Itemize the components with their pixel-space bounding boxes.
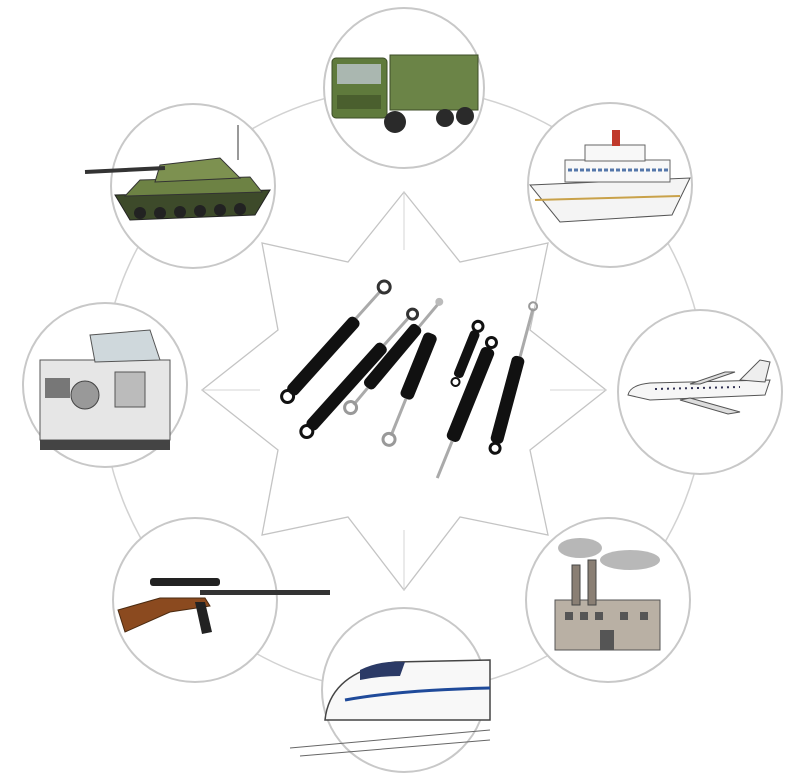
gas-spring bbox=[280, 279, 392, 404]
gas-spring bbox=[450, 319, 485, 387]
airplane-icon bbox=[627, 359, 771, 415]
cruise-ship-icon bbox=[528, 130, 691, 223]
gas-springs-icon bbox=[280, 279, 539, 479]
rifle-icon bbox=[117, 578, 330, 634]
high-speed-train-icon bbox=[289, 659, 491, 757]
factory-icon bbox=[554, 538, 661, 651]
military-truck-icon bbox=[331, 54, 479, 133]
gas-spring bbox=[299, 307, 420, 440]
tank-icon bbox=[84, 125, 271, 221]
gas-spring bbox=[381, 332, 437, 447]
gas-spring bbox=[488, 301, 539, 455]
star-rays bbox=[202, 192, 606, 590]
cnc-lathe-icon bbox=[39, 329, 171, 450]
gas-spring bbox=[435, 336, 498, 479]
gas-spring bbox=[343, 297, 444, 416]
